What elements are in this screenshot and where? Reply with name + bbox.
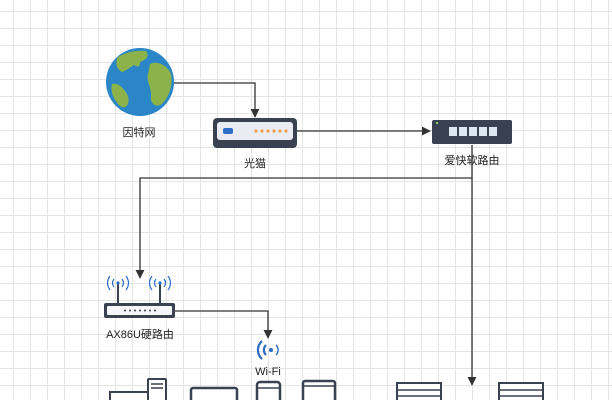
- wifi-label: Wi-Fi: [255, 366, 281, 378]
- wifi-signal-icon: [256, 340, 279, 360]
- server-icon-right: [498, 382, 544, 400]
- modem-icon: [213, 118, 297, 148]
- laptop-icon: [189, 386, 239, 400]
- switch-icon: [432, 120, 512, 144]
- connectors: [135, 82, 477, 386]
- server-icon-left: [396, 382, 442, 400]
- phone-icon: [255, 380, 282, 400]
- modem-label: 光猫: [244, 158, 266, 170]
- desktop-computer-icon: [109, 378, 167, 400]
- tablet-icon: [301, 379, 337, 400]
- hard-router-label: AX86U硬路由: [106, 329, 174, 341]
- edge-soft-router-to-hard-router: [135, 177, 472, 279]
- edge-hard-router-to-wifi: [175, 310, 273, 339]
- globe-icon: [106, 48, 174, 116]
- edge-internet-to-modem: [172, 82, 260, 118]
- soft-router-label: 爱快软路由: [444, 155, 500, 167]
- wifi-router-icon: [104, 275, 175, 318]
- internet-label: 因特网: [122, 127, 156, 139]
